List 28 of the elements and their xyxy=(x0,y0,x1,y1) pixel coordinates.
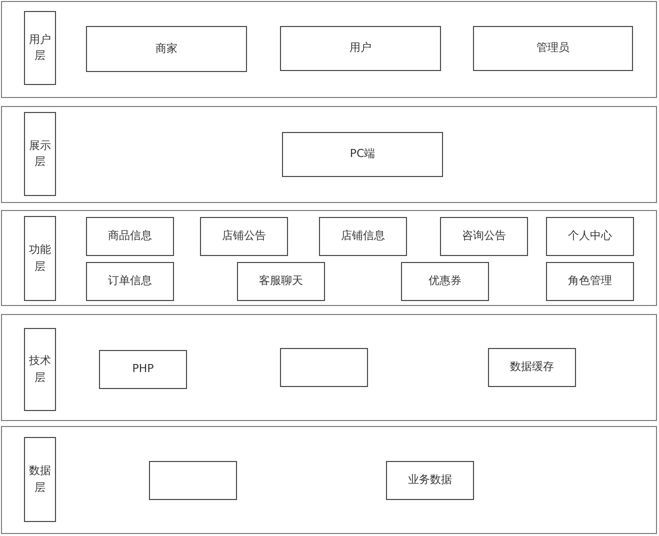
layer-label: 数据层 xyxy=(24,437,56,522)
component-box: 业务数据 xyxy=(386,461,474,500)
component-box: 店铺公告 xyxy=(200,217,288,256)
layer-band xyxy=(1,210,657,306)
role-box: 管理员 xyxy=(473,26,633,71)
component-box: 订单信息 xyxy=(86,262,174,301)
layer-band xyxy=(1,426,657,534)
component-box: 客服聊天 xyxy=(237,262,325,301)
component-box: 咨询公告 xyxy=(440,217,528,256)
component-box: 数据缓存 xyxy=(488,348,576,387)
layer-band xyxy=(1,1,657,98)
component-box xyxy=(280,348,368,387)
role-box: 商家 xyxy=(86,26,247,72)
component-box: 商品信息 xyxy=(86,217,174,256)
layer-label: 展示层 xyxy=(24,112,56,196)
layer-label: 功能层 xyxy=(24,216,56,301)
layer-label: 用户层 xyxy=(24,11,56,85)
component-box xyxy=(149,461,237,500)
component-box: PC端 xyxy=(282,132,443,177)
component-box: PHP xyxy=(99,350,187,389)
role-box: 用户 xyxy=(280,26,441,71)
layer-label: 技术层 xyxy=(24,328,56,411)
component-box: 店铺信息 xyxy=(319,217,407,256)
component-box: 角色管理 xyxy=(546,262,634,301)
component-box: 优惠券 xyxy=(401,262,489,301)
component-box: 个人中心 xyxy=(546,217,634,256)
layer-band xyxy=(1,314,657,421)
layer-band xyxy=(1,106,657,203)
